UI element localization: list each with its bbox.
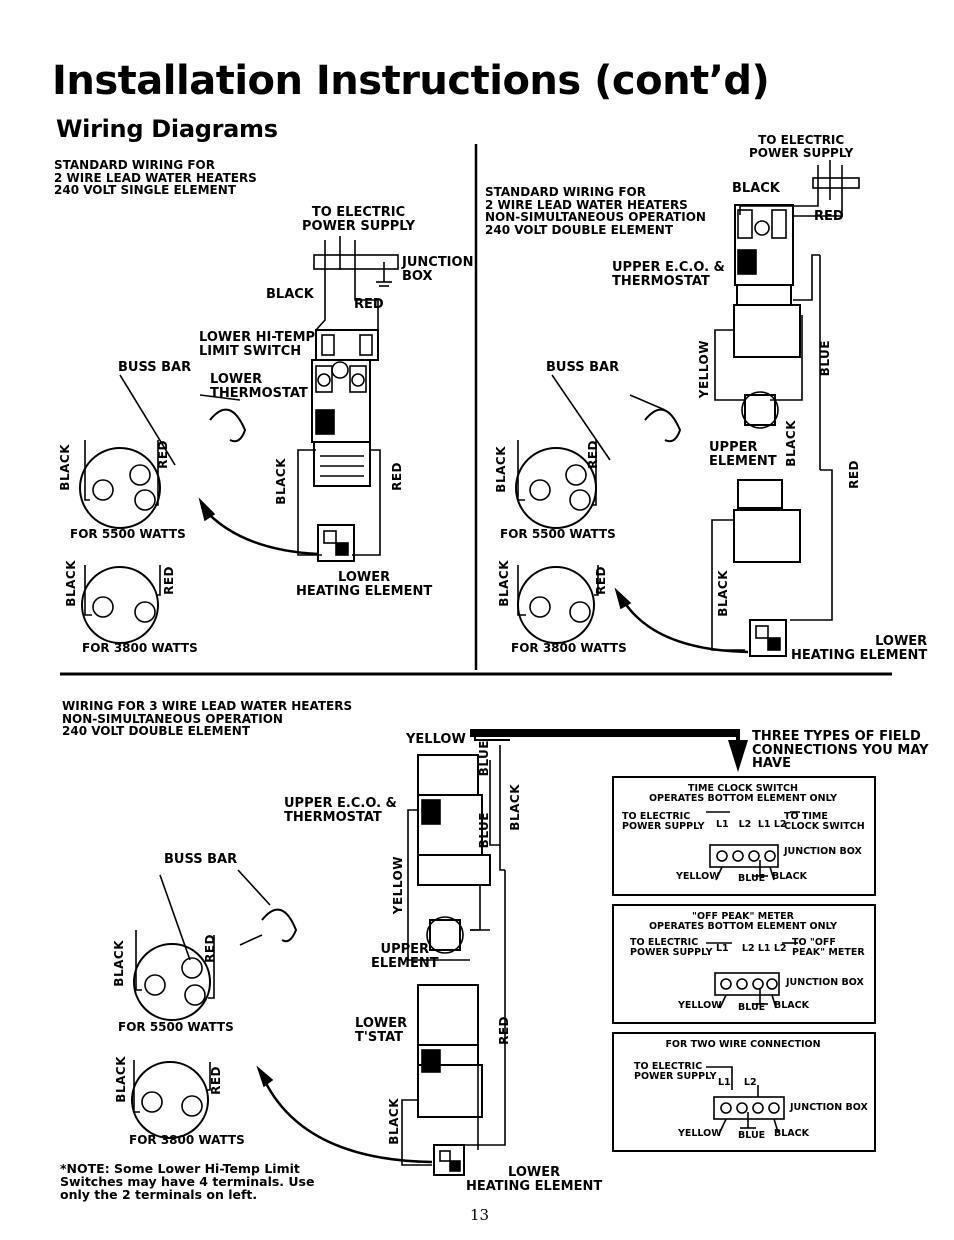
time-clock-box <box>612 776 876 896</box>
off-peak-right: TO "OFF PEAK" METER <box>792 937 865 958</box>
field-heading: THREE TYPES OF FIELD CONNECTIONS YOU MAY… <box>752 729 929 772</box>
diagram2-red-vertical-2: RED <box>586 440 600 469</box>
diagram2-red-vertical: RED <box>847 460 861 489</box>
two-wire-jbox: JUNCTION BOX <box>790 1102 868 1113</box>
diagram1-black-vertical-2: BLACK <box>274 458 288 505</box>
diagram1-5500-label: FOR 5500 WATTS <box>70 527 186 541</box>
off-peak-left: TO ELECTRIC POWER SUPPLY <box>630 937 713 958</box>
two-wire-yellow: YELLOW <box>678 1128 722 1139</box>
diagram2-yellow-vertical: YELLOW <box>697 340 711 399</box>
diagram1-3800-label: FOR 3800 WATTS <box>82 641 198 655</box>
diagram2-lower-heating-label: LOWER HEATING ELEMENT <box>791 634 928 663</box>
two-wire-black: BLACK <box>774 1128 809 1139</box>
time-clock-black: BLACK <box>772 871 807 882</box>
diagram1-lower-heating-label: LOWER HEATING ELEMENT <box>296 570 433 599</box>
diagram1-red-vertical: RED <box>156 440 170 469</box>
diagram2-upper-eco-label: UPPER E.C.O. & THERMOSTAT <box>612 260 725 289</box>
time-clock-left: TO ELECTRIC POWER SUPPLY <box>622 811 705 832</box>
diagram3-lower-tstat-label: LOWER T'STAT <box>355 1016 408 1045</box>
diagram3-buss-bar-label: BUSS BAR <box>164 852 238 867</box>
two-wire-blue: BLUE <box>738 1130 766 1141</box>
diagram3-heading: WIRING FOR 3 WIRE LEAD WATER HEATERS NON… <box>62 699 353 739</box>
off-peak-yellow: YELLOW <box>678 1000 722 1011</box>
diagram2-black-label: BLACK <box>732 181 780 196</box>
diagram3-red-vertical: RED <box>203 934 217 963</box>
diagram2-black-vertical-2: BLACK <box>494 446 508 493</box>
two-wire-left: TO ELECTRIC POWER SUPPLY <box>634 1061 717 1082</box>
diagram1-buss-bar-label: BUSS BAR <box>118 360 192 375</box>
two-wire-title: FOR TWO WIRE CONNECTION <box>665 1039 821 1050</box>
time-clock-blue: BLUE <box>738 873 766 884</box>
off-peak-black: BLACK <box>774 1000 809 1011</box>
diagram2-black-vertical: BLACK <box>784 420 798 467</box>
diagram1-red-vertical-2: RED <box>390 462 404 491</box>
page-number: 13 <box>470 1206 490 1224</box>
diagram1-hi-temp-label: LOWER HI-TEMP LIMIT SWITCH <box>199 330 316 359</box>
off-peak-blue: BLUE <box>738 1002 766 1013</box>
diagram3-black-vertical: BLACK <box>508 784 522 831</box>
diagram1-lower-thermostat-label: LOWER THERMOSTAT <box>210 372 308 401</box>
diagram1-black-vertical: BLACK <box>58 444 72 491</box>
diagram3-upper-element-label: UPPER ELEMENT <box>371 942 439 971</box>
off-peak-jbox: JUNCTION BOX <box>786 977 864 988</box>
time-clock-jbox: JUNCTION BOX <box>784 846 862 857</box>
time-clock-right: TO TIME CLOCK SWITCH <box>784 811 865 832</box>
section-title: Wiring Diagrams <box>56 115 278 143</box>
diagram3-black-vertical-4: BLACK <box>387 1098 401 1145</box>
diagram3-yellow-label: YELLOW <box>406 732 466 747</box>
off-peak-terms: L1 L2 L1 L2 <box>716 943 787 954</box>
diagram2-heading: STANDARD WIRING FOR 2 WIRE LEAD WATER HE… <box>485 185 706 237</box>
diagram2-buss-bar-label: BUSS BAR <box>546 360 620 375</box>
diagram3-5500-label: FOR 5500 WATTS <box>118 1020 234 1034</box>
diagram2-3800-label: FOR 3800 WATTS <box>511 641 627 655</box>
time-clock-title: TIME CLOCK SWITCH OPERATES BOTTOM ELEMEN… <box>648 783 838 804</box>
diagram3-red-vertical-2: RED <box>497 1016 511 1045</box>
diagram2-upper-element-label: UPPER ELEMENT <box>709 440 777 469</box>
diagram1-red-label: RED <box>354 297 384 312</box>
off-peak-title: "OFF PEAK" METER OPERATES BOTTOM ELEMENT… <box>648 911 838 932</box>
diagram3-black-vertical-3: BLACK <box>114 1056 128 1103</box>
diagram2-5500-label: FOR 5500 WATTS <box>500 527 616 541</box>
diagram3-note: *NOTE: Some Lower Hi-Temp Limit Switches… <box>60 1161 315 1203</box>
two-wire-box <box>612 1032 876 1152</box>
diagram3-blue-vertical-2: BLUE <box>477 812 491 849</box>
diagram2-blue-vertical: BLUE <box>818 340 832 377</box>
two-wire-terms: L1 L2 <box>718 1077 757 1088</box>
diagram3-lower-heating-label: LOWER HEATING ELEMENT <box>466 1165 603 1194</box>
diagram2-red-vertical-3: RED <box>594 566 608 595</box>
diagram1-black-label: BLACK <box>266 287 314 302</box>
diagram2-power-supply: TO ELECTRIC POWER SUPPLY <box>749 133 854 160</box>
page-title: Installation Instructions (cont’d) <box>52 58 770 104</box>
diagram3-3800-label: FOR 3800 WATTS <box>129 1133 245 1147</box>
time-clock-terms: L1 L2 L1 L2 <box>716 819 787 830</box>
diagram3-blue-vertical: BLUE <box>477 740 491 777</box>
diagram1-heading: STANDARD WIRING FOR 2 WIRE LEAD WATER HE… <box>54 158 257 198</box>
diagram3-upper-eco-label: UPPER E.C.O. & THERMOSTAT <box>284 796 397 825</box>
diagram1-power-supply: TO ELECTRIC POWER SUPPLY <box>302 205 415 234</box>
diagram2-black-vertical-4: BLACK <box>497 560 511 607</box>
diagram2-black-vertical-3: BLACK <box>716 570 730 617</box>
diagram1-junction-box: JUNCTION BOX <box>402 255 474 284</box>
time-clock-yellow: YELLOW <box>676 871 720 882</box>
diagram3-yellow-vertical: YELLOW <box>391 856 405 915</box>
off-peak-box <box>612 904 876 1024</box>
diagram1-black-vertical-3: BLACK <box>64 560 78 607</box>
diagram2-red-label: RED <box>814 209 844 224</box>
diagram3-red-vertical-3: RED <box>209 1066 223 1095</box>
diagram3-black-vertical-2: BLACK <box>112 940 126 987</box>
diagram1-red-vertical-3: RED <box>162 566 176 595</box>
